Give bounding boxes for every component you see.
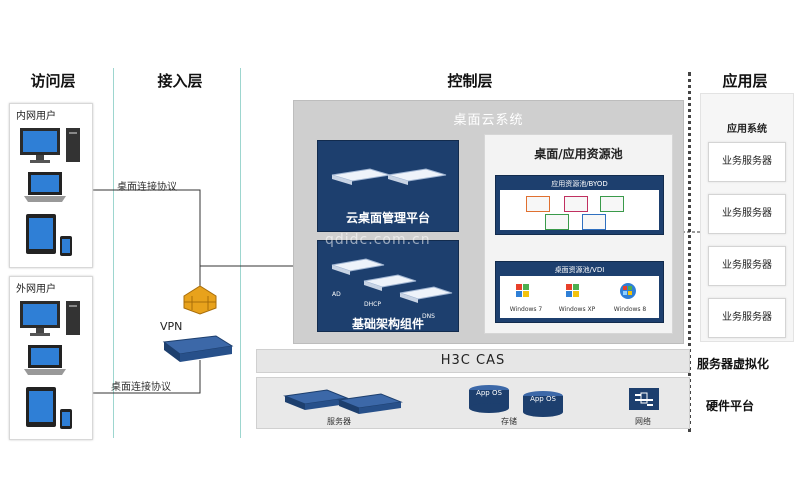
extranet-user-label: 外网用户	[16, 284, 56, 295]
server-rack-icon	[331, 168, 447, 185]
app-icon	[600, 196, 624, 212]
desktop-app-resource-pool: 桌面/应用资源池 应用资源池/BYOD 桌面资源池/VDI Windows 7 …	[484, 134, 673, 334]
app-os-label: App OS	[530, 395, 556, 403]
business-server-4: 业务服务器	[708, 298, 786, 338]
vpn-label: VPN	[160, 320, 183, 333]
app-icon	[526, 196, 550, 212]
app-os-label: App OS	[476, 389, 502, 397]
app-icon	[545, 214, 569, 230]
business-server-2: 业务服务器	[708, 194, 786, 234]
desktop-computer-icon	[20, 128, 80, 163]
app-icon	[582, 214, 606, 230]
vdi-desktop-pool: 桌面资源池/VDI Windows 7 Windows XP Windows 8	[495, 261, 664, 323]
vdi-pool-title: 桌面资源池/VDI	[554, 266, 605, 274]
vdi-item-winxp: Windows XP	[558, 306, 596, 313]
network-switch-icon	[629, 388, 659, 410]
hardware-platform-label: 硬件平台	[706, 399, 755, 413]
server-icon	[283, 389, 403, 414]
infra-item-dns: DNS	[422, 313, 435, 320]
byod-pool-title: 应用资源池/BYOD	[551, 180, 608, 188]
protocol-label-bottom: 桌面连接协议	[111, 382, 171, 393]
mgmt-platform-label: 云桌面管理平台	[345, 211, 430, 225]
laptop-icon	[24, 172, 66, 202]
business-server-1: 业务服务器	[708, 142, 786, 182]
divider-access	[113, 68, 114, 438]
layer-title-ingress: 接入层	[157, 72, 203, 90]
infra-item-ad: AD	[332, 291, 341, 298]
storage-icon	[469, 385, 563, 417]
resource-pool-title: 桌面/应用资源池	[534, 147, 623, 161]
vpn-gateway-icon	[162, 335, 234, 362]
application-system-title: 应用系统	[727, 124, 767, 135]
server-virtualization-label: 服务器虚拟化	[697, 357, 770, 371]
byod-app-pool: 应用资源池/BYOD	[495, 175, 664, 235]
server-label: 服务器	[327, 417, 351, 426]
firewall-icon	[183, 285, 217, 315]
layer-title-application: 应用层	[722, 72, 768, 90]
desktop-computer-icon	[20, 301, 80, 336]
layer-title-access: 访问层	[30, 72, 76, 90]
cloud-system-title: 桌面云系统	[453, 113, 524, 128]
windows-logo-icon	[516, 283, 636, 299]
hardware-platform: 服务器 App OS App OS 存储 网络	[256, 377, 690, 429]
intranet-user-label: 内网用户	[16, 111, 56, 122]
watermark-text: qdidc.com.cn	[325, 232, 431, 248]
cloud-desktop-mgmt-platform: 云桌面管理平台	[317, 140, 459, 232]
divider-ingress	[240, 68, 241, 438]
vdi-item-win7: Windows 7	[509, 306, 543, 313]
tablet-phone-icon	[26, 387, 72, 429]
divider-application	[688, 72, 691, 432]
storage-label: 存储	[501, 417, 517, 426]
intranet-user-group: 内网用户	[9, 103, 93, 268]
infrastructure-components: AD DHCP DNS 基础架构组件	[317, 240, 459, 332]
vdi-item-win8: Windows 8	[613, 306, 647, 313]
infra-item-dhcp: DHCP	[364, 301, 381, 308]
laptop-icon	[24, 345, 66, 375]
h3c-cas-bar: H3C CAS	[256, 349, 690, 373]
app-icon	[564, 196, 588, 212]
business-server-3: 业务服务器	[708, 246, 786, 286]
tablet-phone-icon	[26, 214, 72, 256]
infra-label: 基础架构组件	[351, 317, 424, 331]
extranet-user-group: 外网用户	[9, 276, 93, 440]
layer-title-control: 控制层	[447, 72, 493, 90]
protocol-label-top: 桌面连接协议	[117, 182, 177, 193]
network-label: 网络	[635, 417, 651, 426]
infra-servers-icon	[331, 258, 453, 303]
application-system-panel: 应用系统 业务服务器 业务服务器 业务服务器 业务服务器	[700, 93, 794, 342]
